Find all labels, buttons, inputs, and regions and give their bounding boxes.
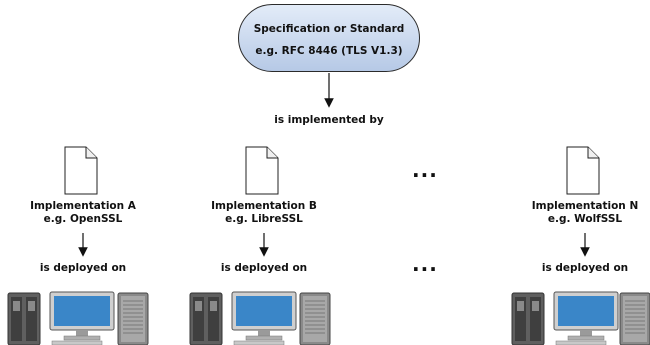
desktop-computer-icon bbox=[553, 291, 619, 345]
document-icon bbox=[64, 146, 98, 195]
impl-n-deploy-label: is deployed on bbox=[541, 262, 629, 274]
document-icon bbox=[566, 146, 600, 195]
specification-node: Specification or Standard e.g. RFC 8446 … bbox=[238, 4, 420, 72]
ellipsis-deployments: ... bbox=[412, 252, 438, 276]
spec-title: Specification or Standard bbox=[253, 23, 405, 35]
spec-example: e.g. RFC 8446 (TLS V1.3) bbox=[255, 45, 403, 57]
impl-b-deploy-label: is deployed on bbox=[220, 262, 308, 274]
impl-a-deploy-label: is deployed on bbox=[39, 262, 127, 274]
impl-n-name: Implementation N bbox=[531, 200, 639, 212]
impl-a-example: e.g. OpenSSL bbox=[43, 213, 123, 225]
server-icon bbox=[511, 292, 545, 345]
deployment-group-a bbox=[7, 291, 149, 345]
impl-a-name: Implementation A bbox=[30, 200, 136, 212]
impl-b-name: Implementation B bbox=[211, 200, 317, 212]
impl-b-example: e.g. LibreSSL bbox=[225, 213, 303, 225]
server-tower-icon bbox=[299, 292, 331, 345]
ellipsis-implementations: ... bbox=[412, 158, 438, 182]
document-icon bbox=[245, 146, 279, 195]
desktop-computer-icon bbox=[231, 291, 297, 345]
server-icon bbox=[7, 292, 41, 345]
relation-implemented-by: is implemented by bbox=[274, 114, 384, 126]
server-tower-icon bbox=[619, 292, 650, 345]
server-tower-icon bbox=[117, 292, 149, 345]
server-icon bbox=[189, 292, 223, 345]
desktop-computer-icon bbox=[49, 291, 115, 345]
impl-n-example: e.g. WolfSSL bbox=[547, 213, 623, 225]
deployment-group-n bbox=[511, 291, 650, 345]
deployment-group-b bbox=[189, 291, 331, 345]
